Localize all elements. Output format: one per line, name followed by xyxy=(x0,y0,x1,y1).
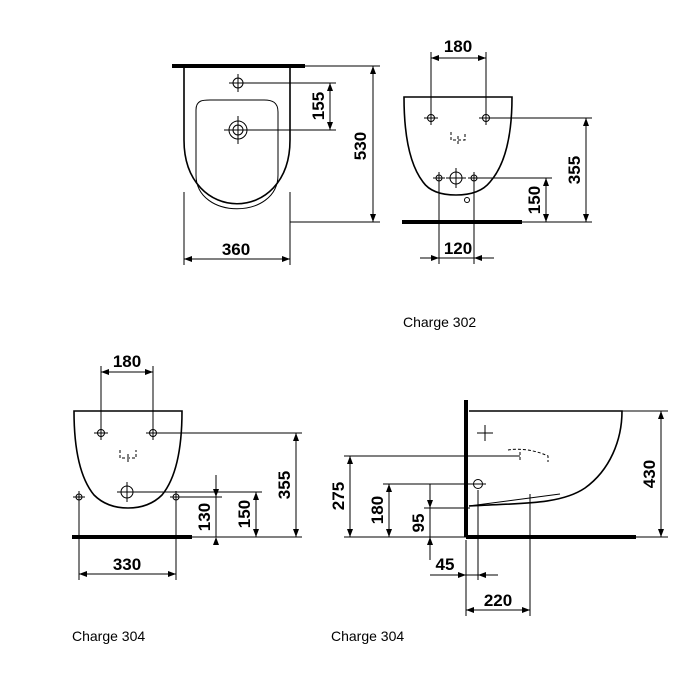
front-view-302: 180 355 150 120 Charge 302 xyxy=(402,37,592,330)
siphon-outline xyxy=(119,450,137,464)
dim-45-side: 45 xyxy=(436,555,455,574)
dim-180-302: 180 xyxy=(444,37,472,56)
caption-302: Charge 302 xyxy=(403,314,476,330)
dim-360: 360 xyxy=(222,240,250,259)
dim-120-302: 120 xyxy=(444,239,472,258)
siphon-outline-side xyxy=(507,448,549,462)
dim-355-302: 355 xyxy=(565,156,584,184)
bowl-outline-inner xyxy=(195,99,279,210)
bidet-front-outline-302 xyxy=(403,96,513,196)
dim-220-side: 220 xyxy=(484,591,512,610)
siphon-outline xyxy=(450,132,466,146)
dim-150-304: 150 xyxy=(235,500,254,528)
dim-430-side: 430 xyxy=(640,460,659,488)
bidet-side-underside xyxy=(468,493,561,507)
side-view-304: 430 275 180 95 45 220 Charge 304 xyxy=(329,400,668,644)
dim-155: 155 xyxy=(309,92,328,120)
top-view: 155 530 360 xyxy=(172,64,380,265)
caption-304-front: Charge 304 xyxy=(72,628,145,644)
dim-180-side: 180 xyxy=(368,496,387,524)
dim-95-side: 95 xyxy=(409,514,428,533)
dim-130-304: 130 xyxy=(195,503,214,531)
bowl-outline-outer xyxy=(183,68,291,205)
dim-275-side: 275 xyxy=(329,482,348,510)
caption-304-side: Charge 304 xyxy=(331,628,404,644)
bidet-side-outline xyxy=(468,410,623,507)
dim-355-304: 355 xyxy=(275,471,294,499)
bolt-hole-icon xyxy=(464,197,470,203)
dim-530: 530 xyxy=(351,132,370,160)
dim-150-302: 150 xyxy=(525,186,544,214)
front-view-304: 180 355 150 130 330 Charge 304 xyxy=(72,352,302,644)
dim-330-304: 330 xyxy=(113,555,141,574)
dim-180-304: 180 xyxy=(113,352,141,371)
